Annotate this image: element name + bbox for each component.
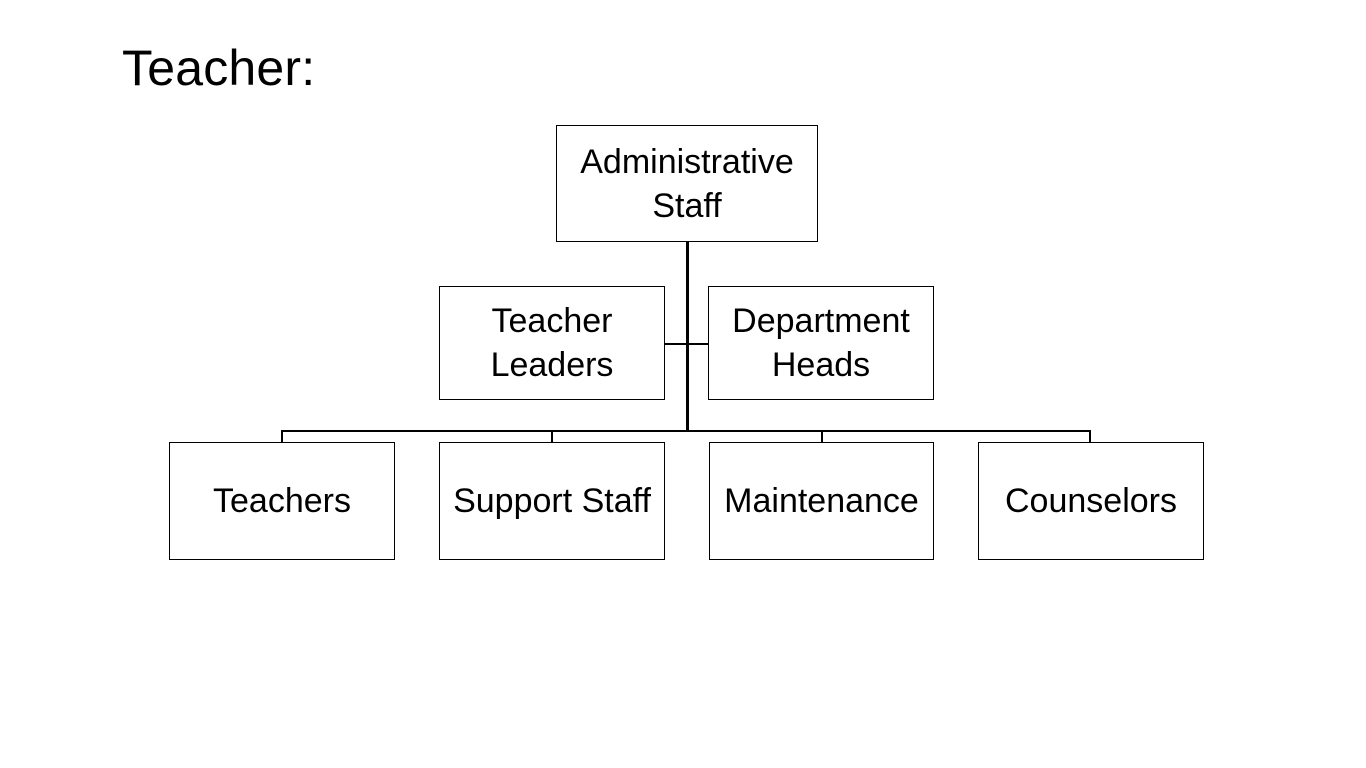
connector-drop-maintenance bbox=[821, 430, 823, 443]
org-node-label-support-staff: Support Staff bbox=[453, 482, 651, 520]
org-node-administrative-staff[interactable]: Administrative Staff bbox=[556, 125, 818, 242]
org-node-teachers[interactable]: Teachers bbox=[169, 442, 395, 560]
connector-drop-teachers bbox=[281, 430, 283, 443]
connector-drop-support-staff bbox=[551, 430, 553, 443]
org-node-counselors[interactable]: Counselors bbox=[978, 442, 1204, 560]
org-node-maintenance[interactable]: Maintenance bbox=[709, 442, 934, 560]
connector-drop-counselors bbox=[1089, 430, 1091, 443]
connector-stub-teacher-leaders bbox=[664, 343, 688, 345]
org-node-label-counselors: Counselors bbox=[1005, 482, 1177, 520]
org-node-teacher-leaders[interactable]: Teacher Leaders bbox=[439, 286, 665, 400]
org-node-label-maintenance: Maintenance bbox=[724, 482, 919, 520]
connector-spine-root-to-bus bbox=[686, 242, 689, 432]
connector-stub-department-heads bbox=[688, 343, 710, 345]
org-node-label-teachers: Teachers bbox=[213, 482, 351, 520]
org-node-label-department-heads: Department Heads bbox=[732, 302, 910, 384]
org-node-label-administrative-staff: Administrative Staff bbox=[580, 142, 794, 225]
page-title: Teacher: bbox=[122, 40, 316, 96]
org-node-label-teacher-leaders: Teacher Leaders bbox=[490, 302, 614, 384]
org-node-support-staff[interactable]: Support Staff bbox=[439, 442, 665, 560]
org-node-department-heads[interactable]: Department Heads bbox=[708, 286, 934, 400]
